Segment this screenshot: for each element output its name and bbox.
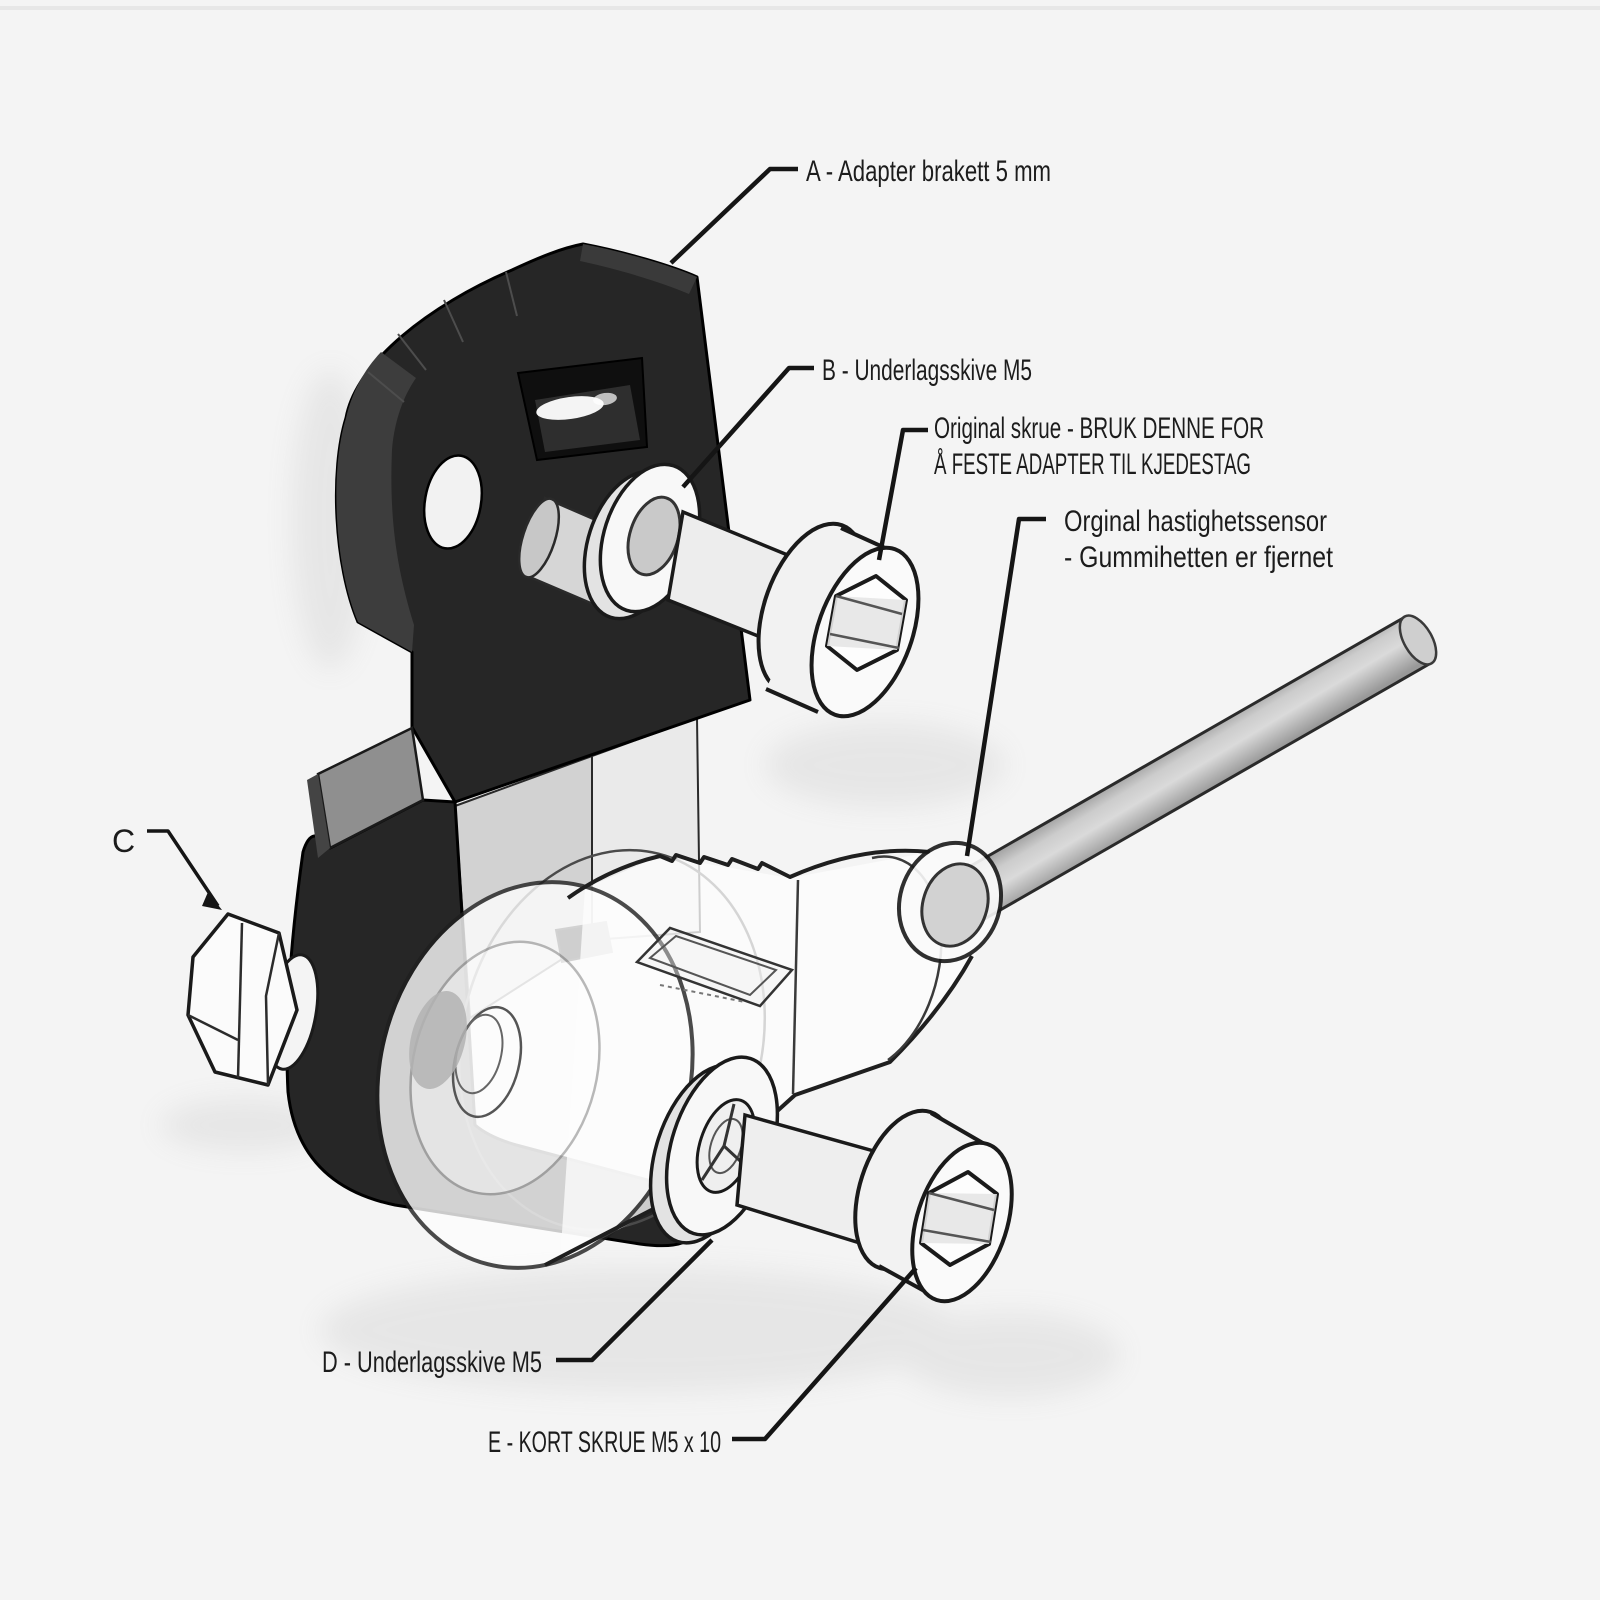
hook-ledge-face xyxy=(316,726,425,850)
label-original-screw-line2: Å FESTE ADAPTER TIL KJEDESTAG xyxy=(934,448,1251,481)
leader-c xyxy=(147,829,220,907)
label-sensor-line1: Orginal hastighetssensor xyxy=(1064,505,1327,538)
bracket-round-hole xyxy=(422,454,484,550)
hex-socket-e xyxy=(919,1170,999,1267)
bracket-slot xyxy=(516,356,649,462)
leader-d xyxy=(556,1238,714,1363)
washer-b xyxy=(582,462,702,621)
labels: A - Adapter brakett 5 mm B - Underlagssk… xyxy=(112,155,1334,1459)
bracket-left-bevel xyxy=(336,352,416,652)
sensor-bottom-edge xyxy=(544,955,974,1267)
label-c: C xyxy=(112,823,135,859)
leader-sensor xyxy=(964,516,1046,857)
label-a: A - Adapter brakett 5 mm xyxy=(806,155,1051,188)
label-original-screw-line1: Original skrue - BRUK DENNE FOR xyxy=(934,412,1264,445)
label-d: D - Underlagsskive M5 xyxy=(322,1346,542,1379)
original-screw xyxy=(666,509,921,719)
soft-shadows xyxy=(160,370,1120,1397)
short-screw-e xyxy=(735,1108,1014,1304)
sensor-shadow-spot xyxy=(409,991,467,1089)
hex-socket xyxy=(825,574,908,672)
washer-d-hole-detail xyxy=(700,1103,754,1181)
leader-lines xyxy=(147,166,1046,1442)
label-b: B - Underlagsskive M5 xyxy=(822,354,1032,387)
bracket-top-chamfer xyxy=(580,244,697,294)
leader-b xyxy=(681,365,814,489)
sensor-slot xyxy=(634,926,795,1008)
sensor-box-edge xyxy=(791,879,800,1095)
leader-e xyxy=(732,1266,918,1442)
leader-c-arrowhead xyxy=(202,892,222,910)
rod-end-cap xyxy=(1398,614,1438,666)
label-sensor-line2: - Gummihetten er fjernet xyxy=(1064,541,1334,574)
bracket-corner-facets xyxy=(367,271,518,403)
sensor-ring xyxy=(896,840,1004,964)
leader-a xyxy=(669,166,798,265)
leader-original-screw xyxy=(876,427,928,561)
hook-ledge-side xyxy=(307,774,330,858)
sensor-top-edge xyxy=(566,848,931,900)
hex-nut-c xyxy=(186,912,320,1087)
label-e: E - KORT SKRUE M5 x 10 xyxy=(488,1426,721,1459)
